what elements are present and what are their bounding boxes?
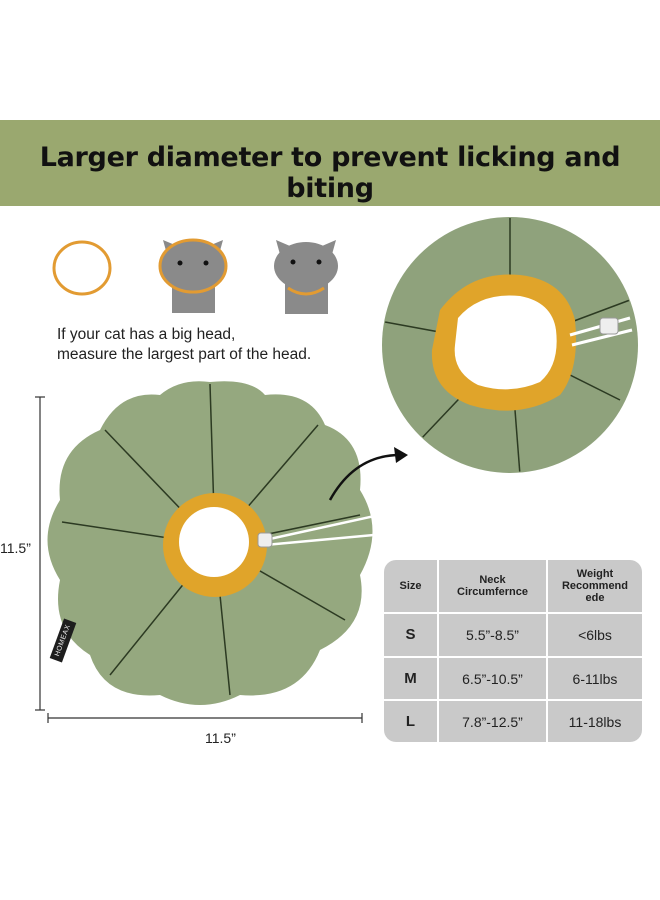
width-label: 11.5” xyxy=(205,730,236,746)
height-dimension-line xyxy=(35,396,45,711)
table-row: M 6.5”-10.5” 6-11lbs xyxy=(384,655,642,702)
headline-title: Larger diameter to prevent licking and b… xyxy=(39,142,621,204)
arrow-head-icon xyxy=(394,447,408,463)
cat-neck-icon xyxy=(274,240,338,314)
note-line-2: measure the largest part of the head. xyxy=(57,346,312,363)
neck-cell: 7.8”-12.5” xyxy=(437,699,548,742)
measurement-note: If your cat has a big head, measure the … xyxy=(57,325,311,365)
arrow-icon xyxy=(328,453,401,501)
header-size: Size xyxy=(384,560,439,614)
width-dimension-line xyxy=(47,713,363,723)
cone-collar-image xyxy=(47,381,429,705)
neck-cell: 6.5”-10.5” xyxy=(437,655,548,702)
size-cell: S xyxy=(384,612,439,658)
weight-cell: <6lbs xyxy=(546,612,642,658)
weight-cell: 11-18lbs xyxy=(546,699,642,742)
zoom-detail-image xyxy=(382,217,638,473)
table-header-row: Size Neck Circumfernce Weight Recommend … xyxy=(384,560,642,614)
table-row: S 5.5”-8.5” <6lbs xyxy=(384,612,642,658)
height-label: 11.5” xyxy=(0,540,31,556)
header-weight: Weight Recommend ede xyxy=(546,560,642,614)
header-neck: Neck Circumfernce xyxy=(437,560,548,614)
size-table: Size Neck Circumfernce Weight Recommend … xyxy=(384,560,642,742)
size-cell: M xyxy=(384,655,439,702)
collar-ring-icon xyxy=(52,240,112,296)
cat-measure-head-icon xyxy=(158,238,228,313)
weight-cell: 6-11lbs xyxy=(546,655,642,702)
neck-cell: 5.5”-8.5” xyxy=(437,612,548,658)
table-row: L 7.8”-12.5” 11-18lbs xyxy=(384,699,642,742)
headline-banner: Larger diameter to prevent licking and b… xyxy=(0,120,660,206)
note-line-1: If your cat has a big head, xyxy=(57,326,236,343)
size-cell: L xyxy=(384,699,439,742)
